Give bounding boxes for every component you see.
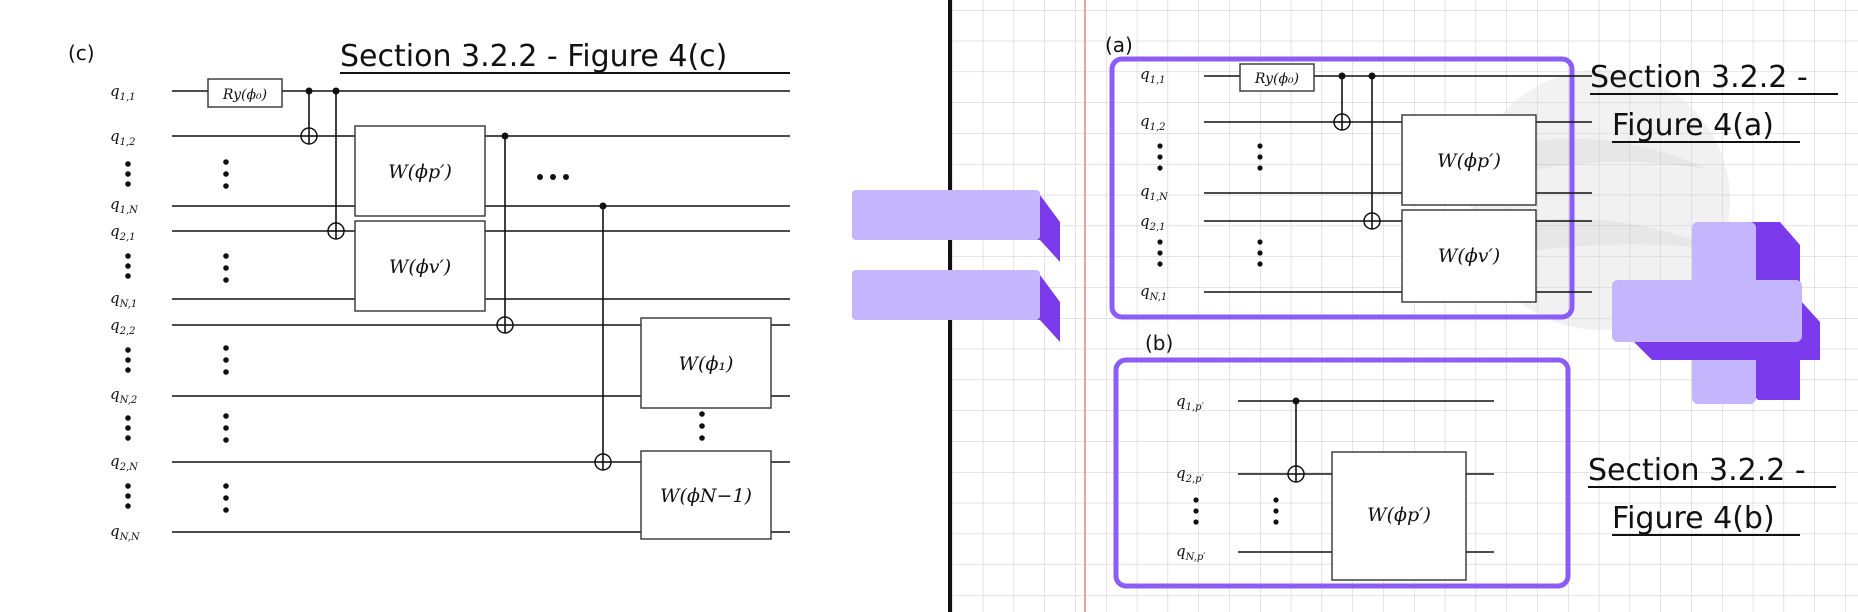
column-vdots-c <box>223 159 705 513</box>
section-title-b-line2: Figure 4(b) <box>1612 501 1775 536</box>
w-phi-1-gate-c-label: W(ϕ₁) <box>679 353 734 375</box>
w-phi-p-gate-b-label: W(ϕp′) <box>1367 504 1431 526</box>
section-title-b-line1: Section 3.2.2 - <box>1588 453 1806 488</box>
cnot-2-c <box>327 87 345 240</box>
cnot-1-a <box>1333 72 1351 131</box>
cnot-1-b <box>1287 397 1305 483</box>
qubit-label: q1,N <box>1140 182 1169 203</box>
ry-gate-c <box>207 78 283 108</box>
qubit-label: q1,p′ <box>1176 392 1205 413</box>
w-phi-p-gate-b <box>1331 451 1467 581</box>
equals-icon <box>852 190 1060 342</box>
panel-b-frame <box>1113 357 1571 589</box>
circuit-c: (c) Section 3.2.2 - Figure 4(c) q1,1 q1,… <box>68 39 790 543</box>
w-phi-v-gate-a <box>1401 209 1537 303</box>
w-phi-p-gate-c <box>354 125 486 217</box>
qubit-label: q1,1 <box>1140 65 1166 86</box>
qubit-label: qN,1 <box>110 289 137 310</box>
section-title-a-line2: Figure 4(a) <box>1612 108 1774 143</box>
label-vdots-a <box>1157 143 1263 267</box>
w-phi-p-gate-c-label: W(ϕp′) <box>388 161 452 183</box>
w-phi-v-gate-c-label: W(ϕv′) <box>389 256 451 278</box>
qubit-label: q2,1 <box>110 222 136 243</box>
qubit-label: q1,2 <box>110 127 136 148</box>
w-phi-p-gate-a-label: W(ϕp′) <box>1437 150 1501 172</box>
panel-a-frame <box>1109 56 1575 320</box>
qubit-label: qN,p′ <box>1176 542 1206 563</box>
qubit-label: q1,1 <box>110 82 136 103</box>
panel-label-c: (c) <box>68 41 95 65</box>
w-phi-p-gate-a <box>1401 114 1537 206</box>
qubit-labels-c: q1,1 q1,2 q1,N q2,1 qN,1 q2,2 qN,2 q2,N … <box>110 82 141 543</box>
cnot-1-c <box>300 87 318 145</box>
circuit-b: (b) q1,p′ q2,p′ qN,p′ W(ϕp′) Section 3.2… <box>1113 331 1836 589</box>
section-title-a-line1: Section 3.2.2 - <box>1590 60 1808 95</box>
circuit-a: (a) q1,1 q1,2 q1,N q2,1 qN,1 Ry(ϕ₀) <box>1105 33 1838 320</box>
qubit-label: q1,2 <box>1140 112 1166 133</box>
qubit-labels-b: q1,p′ q2,p′ qN,p′ <box>1176 392 1206 563</box>
w-phi-n1-gate-c-label: W(ϕN−1) <box>660 485 752 507</box>
qubit-label: q2,N <box>110 452 139 473</box>
plus-icon <box>1612 222 1820 404</box>
qubit-label: qN,N <box>110 522 141 543</box>
panel-label-b: (b) <box>1145 331 1173 355</box>
cnot-2-a <box>1363 72 1381 230</box>
ry-gate-a <box>1239 63 1315 92</box>
w-phi-v-gate-a-label: W(ϕv′) <box>1438 245 1500 267</box>
qubit-labels-a: q1,1 q1,2 q1,N q2,1 qN,1 <box>1140 65 1169 303</box>
label-vdots-b <box>1193 497 1279 525</box>
w-phi-1-gate-c <box>640 317 772 409</box>
cnot-3-c <box>496 132 514 334</box>
qubit-label: qN,2 <box>110 385 137 406</box>
w-phi-n1-gate-c <box>640 450 772 540</box>
section-title-c: Section 3.2.2 - Figure 4(c) <box>340 39 727 74</box>
ry-gate-a-label: Ry(ϕ₀) <box>1254 71 1299 87</box>
qubit-label: qN,1 <box>1140 282 1167 303</box>
ry-gate-c-label: Ry(ϕ₀) <box>222 87 267 103</box>
horizontal-ellipsis-c <box>537 174 569 180</box>
qubit-label: q2,1 <box>1140 212 1166 233</box>
qubit-label: q2,p′ <box>1176 464 1205 485</box>
qubit-label: q1,N <box>110 195 139 216</box>
qubit-label: q2,2 <box>110 316 136 337</box>
w-phi-v-gate-c <box>354 220 486 312</box>
label-vdots-c <box>125 161 131 509</box>
panel-label-a: (a) <box>1105 33 1133 57</box>
cnot-4-c <box>594 202 612 471</box>
